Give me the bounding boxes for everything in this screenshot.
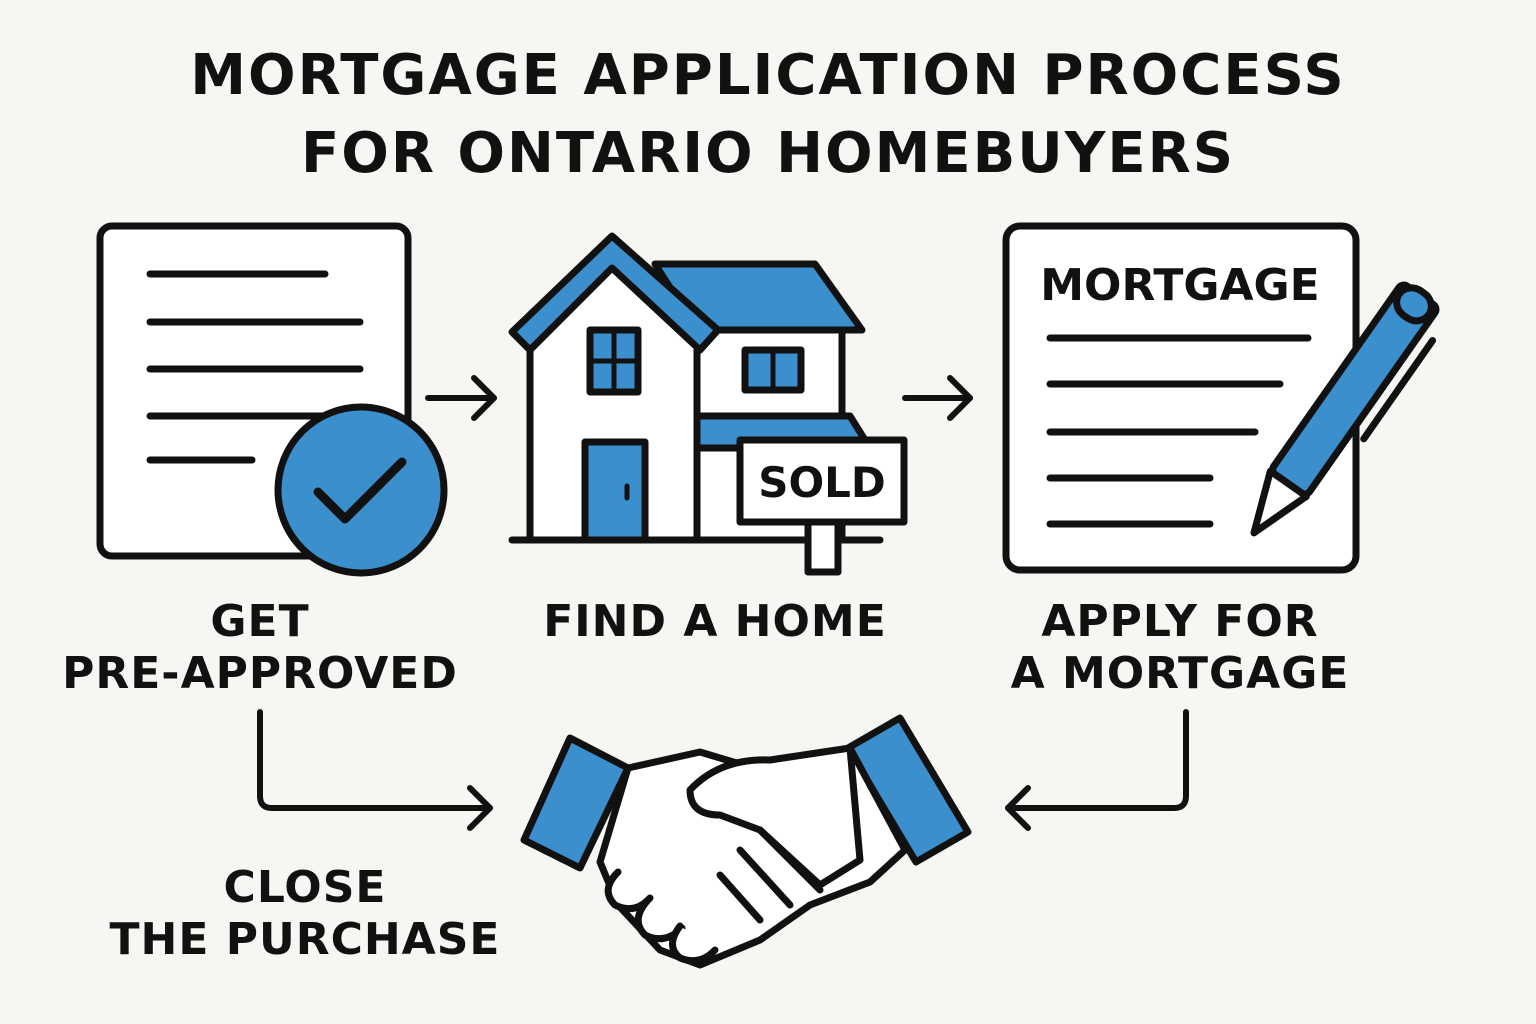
step-label-line: CLOSE: [223, 862, 387, 913]
title-line-2: FOR ONTARIO HOMEBUYERS: [300, 121, 1236, 186]
step-label-find-a-home: FIND A HOME: [515, 596, 915, 648]
approved-document-icon: [96, 222, 448, 577]
arrow-right-icon: [425, 375, 497, 421]
title-line-1: MORTGAGE APPLICATION PROCESS: [190, 43, 1346, 108]
step-label-line: GET: [210, 596, 310, 647]
form-heading: MORTGAGE: [1040, 260, 1319, 311]
step-label-apply-for-mortgage: APPLY FOR A MORTGAGE: [980, 596, 1380, 700]
handshake-icon: [520, 714, 972, 969]
connector-arrow-left-step: [257, 709, 493, 831]
house-icon: [508, 232, 908, 576]
arrow-right-icon: [902, 375, 973, 421]
sold-sign-text: SOLD: [758, 458, 886, 507]
step-label-line: FIND A HOME: [543, 596, 887, 647]
step-label-close-purchase: CLOSE THE PURCHASE: [100, 862, 510, 966]
step-label-line: THE PURCHASE: [109, 914, 501, 965]
step-label-line: APPLY FOR: [1041, 596, 1319, 647]
step-label-get-pre-approved: GET PRE-APPROVED: [60, 596, 460, 700]
step-label-line: A MORTGAGE: [1010, 648, 1350, 699]
pen-icon: [1250, 281, 1440, 537]
step-label-line: PRE-APPROVED: [62, 648, 458, 699]
page-title: MORTGAGE APPLICATION PROCESS FOR ONTARIO…: [0, 44, 1536, 186]
connector-arrow-right-step: [1005, 709, 1189, 831]
